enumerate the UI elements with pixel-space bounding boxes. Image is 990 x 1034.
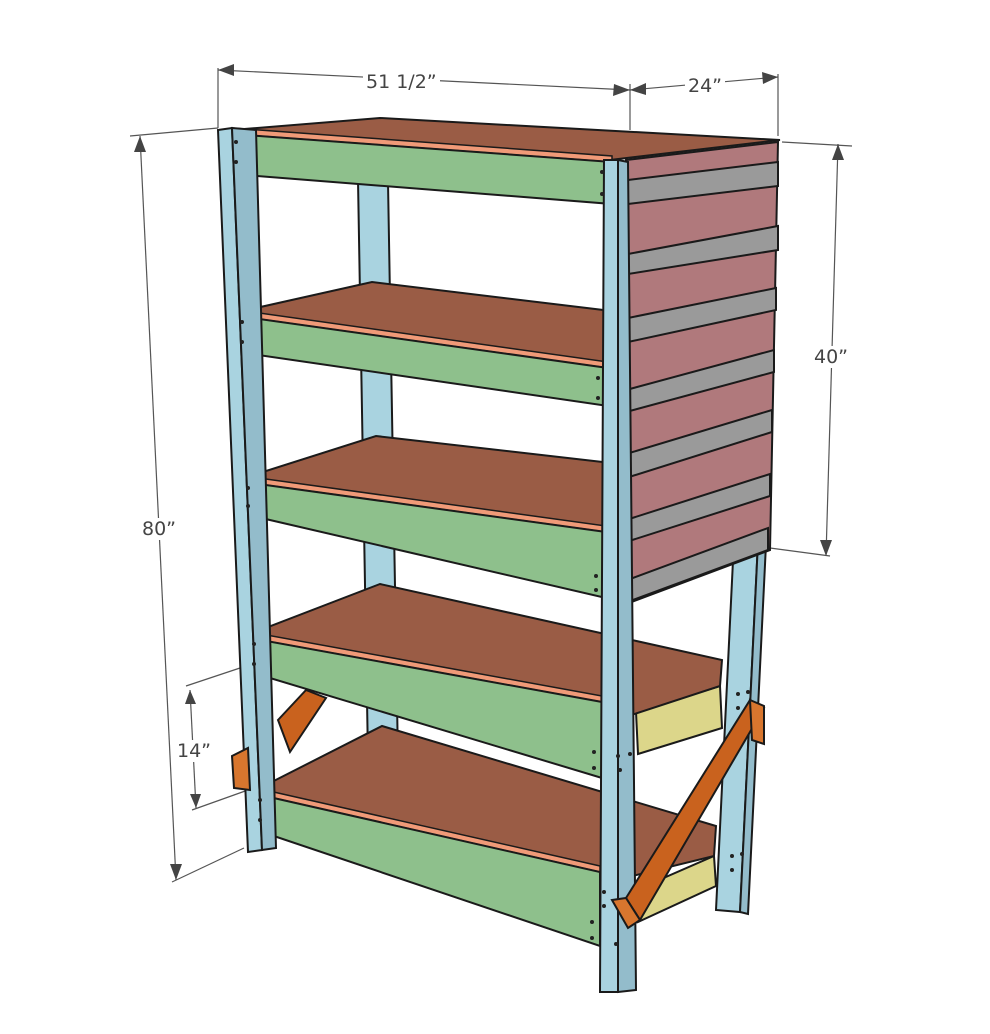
cleats [621,160,779,606]
front-left-leg [216,126,278,854]
front-right-leg [598,158,638,994]
side-panel-height-label: 40” [811,346,852,368]
depth-dimension-label: 24” [685,75,726,97]
width-dimension-label: 51 1/2” [363,71,440,93]
left-brace [230,688,328,792]
shelf-edges [231,127,613,873]
height-dimension-label: 80” [139,518,180,540]
screws [234,140,750,946]
right-brace [610,698,766,930]
front-aprons [231,132,613,948]
brace-height-label: 14” [174,740,215,762]
